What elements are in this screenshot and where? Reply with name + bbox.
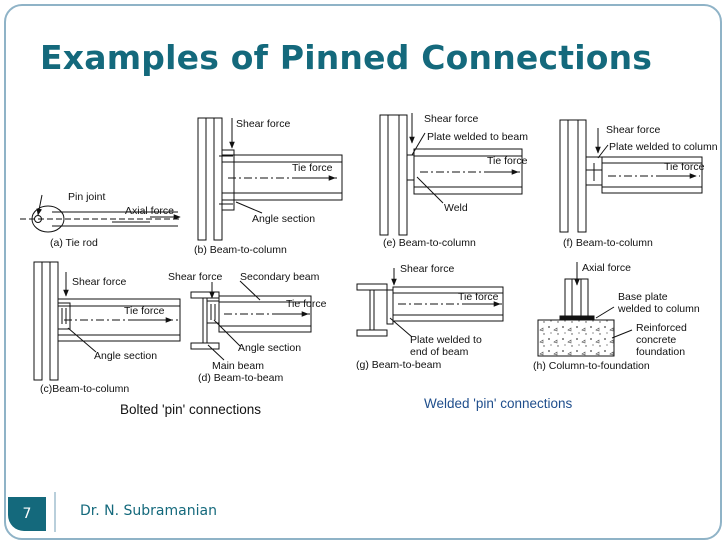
e-plate — [406, 154, 415, 181]
c-tie-force-label: Tie force — [124, 305, 165, 317]
detail-c-beam-to-column — [33, 261, 181, 381]
page-number-badge: 7 — [8, 497, 46, 531]
d-main-beam-bottom-flange — [190, 342, 220, 350]
bolted-group-caption: Bolted 'pin' connections — [120, 402, 261, 417]
detail-e-beam-to-column — [379, 113, 523, 236]
e-weld-leader — [416, 176, 444, 204]
d-tie-force-label: Tie force — [286, 298, 327, 310]
e-caption: (e) Beam-to-column — [383, 237, 476, 249]
a-pin-leader — [36, 194, 43, 216]
h-caption: (h) Column-to-foundation — [533, 360, 650, 372]
b-tie-force-label: Tie force — [292, 162, 333, 174]
h-axial-force-label: Axial force — [582, 262, 631, 274]
f-shear-force-label: Shear force — [606, 124, 660, 136]
e-tie-force-label: Tie force — [487, 155, 528, 167]
b-caption: (b) Beam-to-column — [194, 244, 287, 256]
g-plate-label-line2: end of beam — [410, 346, 469, 358]
d-main-beam-leader — [207, 344, 225, 361]
slide-frame — [4, 4, 722, 540]
g-caption: (g) Beam-to-beam — [356, 359, 441, 371]
h-base-plate-label-line2: welded to column — [617, 303, 700, 315]
d-angle — [206, 300, 220, 324]
g-plate-leader — [389, 317, 413, 338]
detail-h-column-to-foundation — [537, 262, 633, 357]
d-main-beam-label: Main beam — [212, 360, 264, 372]
d-shear-force-label: Shear force — [168, 271, 222, 283]
g-main-beam-bottom-flange — [356, 329, 388, 337]
d-caption: (d) Beam-to-beam — [198, 372, 283, 384]
h-concrete-label-line1: Reinforced — [636, 322, 687, 334]
g-main-beam-top-flange — [356, 283, 388, 291]
b-angle-section-label: Angle section — [252, 213, 315, 225]
footer-divider — [54, 492, 56, 532]
slide-title: Examples of Pinned Connections — [40, 38, 653, 77]
detail-g-beam-to-beam — [356, 268, 504, 338]
e-plate-leader — [411, 132, 426, 156]
detail-a-tie-rod — [20, 194, 181, 233]
e-weld-label: Weld — [444, 202, 468, 214]
b-column-flange-left — [197, 117, 207, 241]
h-concrete-label-line2: concrete — [636, 334, 676, 346]
h-base-plate-leader — [595, 306, 615, 319]
d-angle-leader — [213, 319, 241, 347]
e-column-flange-left — [379, 114, 389, 236]
detail-d-beam-to-beam — [190, 280, 312, 361]
g-shear-force-label: Shear force — [400, 263, 454, 275]
c-angle — [57, 302, 71, 330]
a-pin-joint-label: Pin joint — [68, 191, 105, 203]
c-angle-section-label: Angle section — [94, 350, 157, 362]
g-tie-force-label: Tie force — [458, 291, 499, 303]
h-base-plate-label-line1: Base plate — [618, 291, 668, 303]
e-column-flange-right — [398, 114, 408, 236]
c-column-flange-right — [49, 261, 59, 381]
d-main-beam-top-flange — [190, 291, 220, 299]
d-secondary-leader — [239, 280, 261, 301]
d-secondary-beam-label: Secondary beam — [240, 271, 320, 283]
footer-author: Dr. N. Subramanian — [80, 503, 217, 519]
h-column-flange-right — [580, 278, 589, 317]
h-base-plate — [559, 315, 595, 321]
b-angle — [221, 149, 235, 211]
b-shear-force-label: Shear force — [236, 118, 290, 130]
g-plate-label-line1: Plate welded to — [410, 334, 482, 346]
h-column-flange-left — [564, 278, 573, 317]
f-plate-label: Plate welded to column — [609, 141, 718, 153]
welded-group-caption: Welded 'pin' connections — [424, 396, 572, 411]
detail-b-beam-to-column — [197, 117, 343, 241]
b-angle-leader — [235, 201, 263, 214]
detail-f-beam-to-column — [559, 119, 703, 233]
f-caption: (f) Beam-to-column — [563, 237, 653, 249]
c-caption: (c)Beam-to-column — [40, 383, 129, 395]
g-end-plate — [386, 289, 394, 325]
h-concrete-label-line3: foundation — [636, 346, 685, 358]
f-column-flange-right — [577, 119, 587, 233]
f-plate-leader — [597, 144, 609, 159]
h-foundation — [537, 319, 615, 357]
a-caption: (a) Tie rod — [50, 237, 98, 249]
e-shear-force-label: Shear force — [424, 113, 478, 125]
c-shear-force-label: Shear force — [72, 276, 126, 288]
a-axial-force-label: Axial force — [125, 205, 174, 217]
f-plate — [585, 156, 603, 186]
f-tie-force-label: Tie force — [664, 161, 705, 173]
d-angle-section-label: Angle section — [238, 342, 301, 354]
c-column-flange-left — [33, 261, 43, 381]
h-concrete-leader — [611, 329, 633, 339]
c-angle-leader — [67, 327, 97, 353]
a-eye — [31, 205, 65, 233]
f-column-flange-left — [559, 119, 569, 233]
b-column-flange-right — [213, 117, 223, 241]
e-plate-label: Plate welded to beam — [427, 131, 528, 143]
